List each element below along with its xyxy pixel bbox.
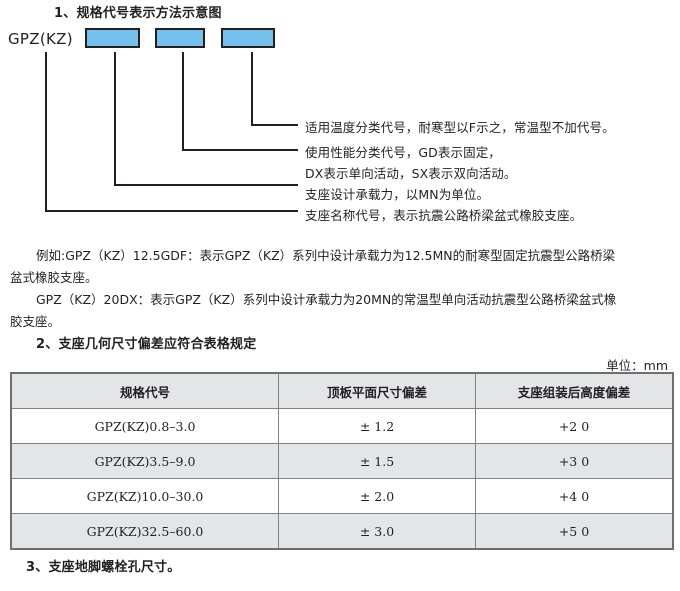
example-line-2: 盆式橡胶支座。 <box>10 270 98 285</box>
table-header-top-plate-tolerance: 顶板平面尺寸偏差 <box>278 372 476 409</box>
cell-top-plate-tolerance: ± 1.5 <box>278 443 476 479</box>
leader-line-name-vertical <box>45 52 47 212</box>
section-3-heading: 3、支座地脚螺栓孔尺寸。 <box>26 560 181 575</box>
leader-line-capacity-vertical <box>114 52 116 186</box>
slot-temperature <box>221 28 275 48</box>
cell-top-plate-tolerance: ± 1.2 <box>278 408 476 444</box>
leader-line-temperature-vertical <box>251 52 253 126</box>
cell-spec-code: GPZ(KZ)0.8–3.0 <box>10 408 279 444</box>
cell-height-tolerance: +2 0 <box>475 408 674 444</box>
cell-height-tolerance: +5 0 <box>475 513 674 550</box>
example-line-3: GPZ（KZ）20DX：表示GPZ（KZ）系列中设计承载力为20MN的常温型单向… <box>36 292 617 307</box>
cell-height-tolerance: +4 0 <box>475 478 674 514</box>
slot-capacity <box>85 28 140 48</box>
cell-top-plate-tolerance: ± 2.0 <box>278 478 476 514</box>
table-row: GPZ(KZ)0.8–3.0 ± 1.2 +2 0 <box>10 408 674 444</box>
table-row: GPZ(KZ)3.5–9.0 ± 1.5 +3 0 <box>10 443 674 479</box>
example-paragraph-2: GPZ（KZ）20DX：表示GPZ（KZ）系列中设计承载力为20MN的常温型单向… <box>10 289 670 333</box>
annotation-name-code: 支座名称代号，表示抗震公路桥梁盆式橡胶支座。 <box>305 208 583 223</box>
leader-line-capacity-horizontal <box>114 184 298 186</box>
cell-spec-code: GPZ(KZ)3.5–9.0 <box>10 443 279 479</box>
tolerance-table: 规格代号 顶板平面尺寸偏差 支座组装后高度偏差 GPZ(KZ)0.8–3.0 ±… <box>10 372 674 550</box>
cell-height-tolerance: +3 0 <box>475 443 674 479</box>
example-line-1: 例如:GPZ（KZ）12.5GDF：表示GPZ（KZ）系列中设计承载力为12.5… <box>36 248 616 263</box>
section-2-heading: 2、支座几何尺寸偏差应符合表格规定 <box>36 337 257 352</box>
slot-performance <box>155 28 205 48</box>
code-prefix-label: GPZ(KZ) <box>8 30 73 48</box>
cell-spec-code: GPZ(KZ)32.5–60.0 <box>10 513 279 550</box>
leader-line-performance-vertical <box>182 52 184 151</box>
table-header-spec-code: 规格代号 <box>10 372 279 409</box>
annotation-temperature: 适用温度分类代号，耐寒型以F示之，常温型不加代号。 <box>305 120 615 135</box>
cell-spec-code: GPZ(KZ)10.0–30.0 <box>10 478 279 514</box>
annotation-capacity: 支座设计承载力，以MN为单位。 <box>305 187 490 202</box>
annotation-performance-line2: DX表示单向活动，SX表示双向活动。 <box>305 166 517 181</box>
table-header-row: 规格代号 顶板平面尺寸偏差 支座组装后高度偏差 <box>10 372 674 409</box>
section-1-heading: 1、规格代号表示方法示意图 <box>54 6 222 21</box>
example-paragraph-1: 例如:GPZ（KZ）12.5GDF：表示GPZ（KZ）系列中设计承载力为12.5… <box>10 245 670 289</box>
table-header-height-tolerance: 支座组装后高度偏差 <box>475 372 674 409</box>
leader-line-name-horizontal <box>45 210 298 212</box>
table-unit-label: 单位：mm <box>606 358 668 373</box>
leader-line-temperature-horizontal <box>251 124 298 126</box>
table-row: GPZ(KZ)10.0–30.0 ± 2.0 +4 0 <box>10 478 674 514</box>
spec-code-diagram: GPZ(KZ) 适用温度分类代号，耐寒型以F示之，常温型不加代号。 使用性能分类… <box>0 0 680 235</box>
example-line-4: 胶支座。 <box>10 314 61 329</box>
annotation-performance-line1: 使用性能分类代号，GD表示固定， <box>305 145 501 160</box>
cell-top-plate-tolerance: ± 3.0 <box>278 513 476 550</box>
leader-line-performance-horizontal <box>182 149 298 151</box>
table-row: GPZ(KZ)32.5–60.0 ± 3.0 +5 0 <box>10 513 674 550</box>
